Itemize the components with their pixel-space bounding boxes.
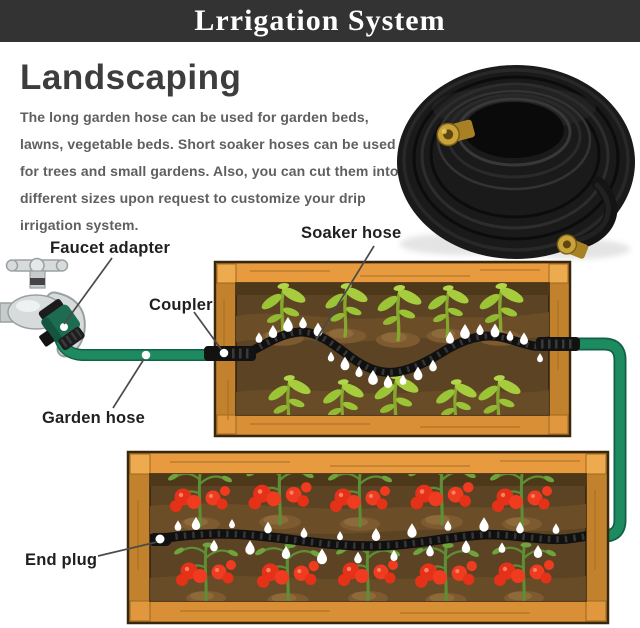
brass-fitting-icon xyxy=(556,234,589,259)
leader-lines xyxy=(63,245,375,557)
garden-hose-label: Garden hose xyxy=(42,409,146,427)
coupler-part xyxy=(536,337,580,351)
soaker-hose-line-top xyxy=(247,327,549,377)
title-banner: Lrrigation System xyxy=(0,0,640,42)
brass-fitting-icon xyxy=(436,119,475,147)
raised-bed-tomatoes xyxy=(126,450,610,625)
coupler-indicator-dot xyxy=(219,348,229,358)
coupler-label: Coupler xyxy=(149,296,213,314)
coupler-part xyxy=(204,346,256,361)
page-title: Lrrigation System xyxy=(194,4,446,37)
end-plug-label: End plug xyxy=(25,551,98,569)
adapter-indicator-dot xyxy=(60,323,68,331)
garden-hose-indicator-dot xyxy=(141,350,151,360)
section-heading: Landscaping xyxy=(20,58,242,97)
section-description: The long garden hose can be used for gar… xyxy=(20,109,399,233)
faucet-adapter-label: Faucet adapter xyxy=(50,239,171,257)
product-photo-hose-coil xyxy=(397,65,635,259)
end-plug-part xyxy=(155,534,165,544)
soaker-hose-label: Soaker hose xyxy=(301,224,402,242)
raised-bed-seedlings xyxy=(213,260,572,438)
